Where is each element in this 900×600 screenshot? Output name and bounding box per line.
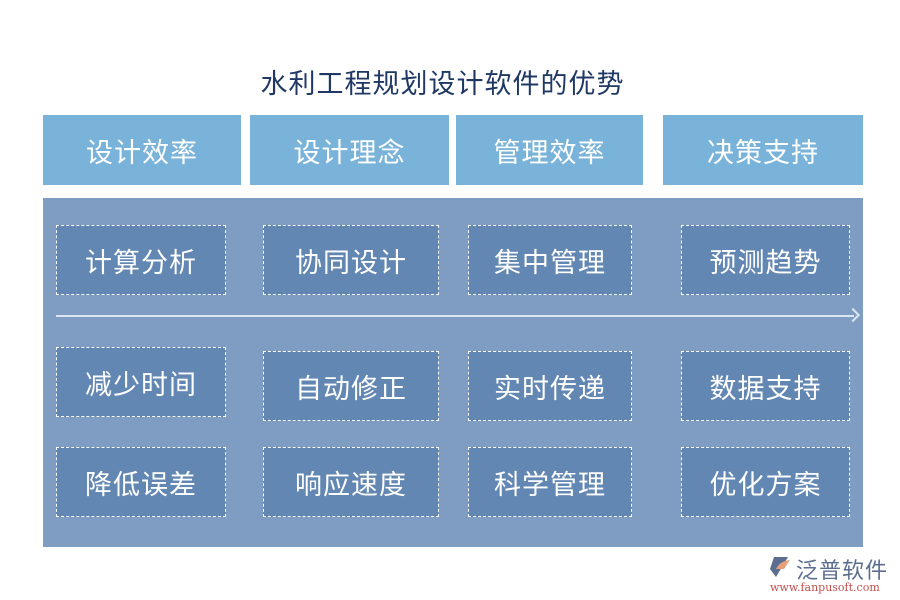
advantage-item: 集中管理 bbox=[468, 225, 632, 295]
advantage-item: 自动修正 bbox=[263, 351, 439, 421]
category-header: 设计效率 bbox=[43, 115, 241, 185]
logo-name: 泛普软件 bbox=[796, 559, 889, 584]
logo-mark-icon bbox=[770, 557, 790, 577]
advantage-item: 数据支持 bbox=[681, 351, 850, 421]
advantage-item: 降低误差 bbox=[56, 447, 226, 517]
advantage-item: 协同设计 bbox=[263, 225, 439, 295]
timeline-arrow-line bbox=[56, 315, 854, 317]
brand-logo: 泛普软件 www.fanpusoft.com bbox=[768, 553, 898, 598]
category-header: 设计理念 bbox=[250, 115, 449, 185]
advantage-item: 计算分析 bbox=[56, 225, 226, 295]
advantage-item: 实时传递 bbox=[468, 351, 632, 421]
category-header: 管理效率 bbox=[456, 115, 643, 185]
advantage-item: 科学管理 bbox=[468, 447, 632, 517]
advantage-item: 减少时间 bbox=[56, 347, 226, 417]
category-header: 决策支持 bbox=[663, 115, 863, 185]
diagram-title: 水利工程规划设计软件的优势 bbox=[260, 69, 625, 100]
advantage-item: 优化方案 bbox=[681, 447, 850, 517]
advantage-item: 预测趋势 bbox=[681, 225, 850, 295]
advantage-item: 响应速度 bbox=[263, 447, 439, 517]
logo-url: www.fanpusoft.com bbox=[770, 581, 880, 594]
